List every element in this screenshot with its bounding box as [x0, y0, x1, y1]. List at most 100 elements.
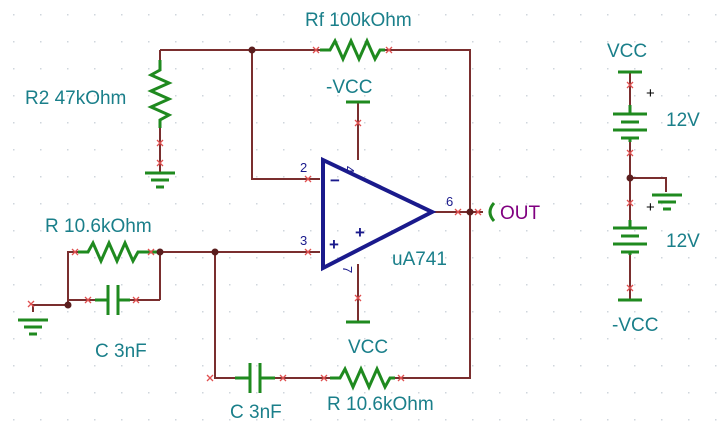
grid-dot: [499, 149, 501, 151]
grid-dot: [688, 176, 690, 178]
grid-dot: [310, 365, 312, 367]
grid-dot: [67, 392, 69, 394]
wire-feedback-to-inverting: [251, 50, 320, 180]
grid-dot: [688, 365, 690, 367]
junction-dot: [64, 301, 72, 309]
grid-dot: [526, 419, 528, 421]
grid-dot: [310, 230, 312, 232]
grid-dot: [121, 338, 123, 340]
grid-dot: [229, 68, 231, 70]
grid-dot: [202, 95, 204, 97]
grid-dot: [364, 230, 366, 232]
grid-dot: [553, 68, 555, 70]
grid-dot: [634, 257, 636, 259]
grid-dot: [445, 284, 447, 286]
grid-dot: [391, 122, 393, 124]
grid-dot: [40, 392, 42, 394]
grid-dot: [67, 203, 69, 205]
grid-dot: [337, 284, 339, 286]
grid-dot: [661, 68, 663, 70]
battery-bottom-plus: +: [646, 199, 655, 216]
grid-dot: [94, 176, 96, 178]
junction-dot: [466, 208, 474, 216]
wire-series-rc-down: [214, 252, 235, 379]
grid-dot: [391, 392, 393, 394]
grid-dot: [661, 41, 663, 43]
grid-dot: [283, 392, 285, 394]
grid-dot: [715, 176, 717, 178]
grid-dot: [148, 338, 150, 340]
grid-dot: [94, 338, 96, 340]
grid-dot: [94, 365, 96, 367]
grid-dot: [607, 14, 609, 16]
grid-dot: [391, 338, 393, 340]
grid-dot: [40, 95, 42, 97]
grid-dot: [364, 41, 366, 43]
grid-dot: [553, 338, 555, 340]
label-opamp-name: uA741: [392, 249, 447, 270]
battery-top-plus: +: [646, 85, 655, 102]
grid-dot: [364, 149, 366, 151]
grid-dot: [256, 338, 258, 340]
grid-dot: [445, 176, 447, 178]
grid-dot: [499, 392, 501, 394]
grid-dot: [580, 284, 582, 286]
grid-dot: [607, 176, 609, 178]
grid-dot: [526, 149, 528, 151]
grid-dot: [202, 68, 204, 70]
grid-dot: [67, 365, 69, 367]
grid-dot: [121, 311, 123, 313]
grid-dot: [526, 365, 528, 367]
grid-dot: [499, 95, 501, 97]
grid-dot: [661, 14, 663, 16]
grid-dot: [472, 392, 474, 394]
grid-dot: [175, 68, 177, 70]
grid-dot: [391, 176, 393, 178]
grid-dot: [499, 41, 501, 43]
grid-dot: [94, 203, 96, 205]
grid-dot: [661, 122, 663, 124]
grid-dot: [310, 284, 312, 286]
label-r-left: R 10.6kOhm: [45, 216, 152, 237]
grid-dot: [472, 176, 474, 178]
grid-dot: [580, 41, 582, 43]
grid-dot: [67, 95, 69, 97]
grid-dot: [283, 68, 285, 70]
label-vcc-supply: VCC: [607, 41, 647, 62]
grid-dot: [283, 203, 285, 205]
grid-dot: [715, 311, 717, 313]
grid-dot: [13, 41, 15, 43]
grid-dot: [229, 41, 231, 43]
grid-dot: [310, 95, 312, 97]
grid-dot: [607, 122, 609, 124]
grid-dot: [688, 68, 690, 70]
grid-dot: [13, 122, 15, 124]
grid-dot: [445, 95, 447, 97]
grid-dot: [40, 311, 42, 313]
grid-dot: [445, 149, 447, 151]
grid-dot: [661, 365, 663, 367]
grid-dot: [715, 419, 717, 421]
label-neg-vcc-supply: -VCC: [612, 315, 658, 336]
grid-dot: [445, 122, 447, 124]
grid-dot: [283, 122, 285, 124]
grid-dot: [94, 41, 96, 43]
grid-dot: [337, 419, 339, 421]
grid-dot: [229, 95, 231, 97]
grid-dot: [391, 14, 393, 16]
grid-dot: [661, 392, 663, 394]
grid-dot: [148, 284, 150, 286]
grid-dot: [661, 176, 663, 178]
grid-dot: [553, 149, 555, 151]
grid-dot: [391, 365, 393, 367]
grid-dot: [661, 338, 663, 340]
grid-dot: [472, 14, 474, 16]
grid-dot: [256, 284, 258, 286]
grid-dot: [40, 230, 42, 232]
grid-dot: [337, 365, 339, 367]
grid-dot: [283, 419, 285, 421]
grid-dot: [229, 14, 231, 16]
grid-dot: [40, 122, 42, 124]
grid-dot: [661, 230, 663, 232]
grid-dot: [418, 41, 420, 43]
